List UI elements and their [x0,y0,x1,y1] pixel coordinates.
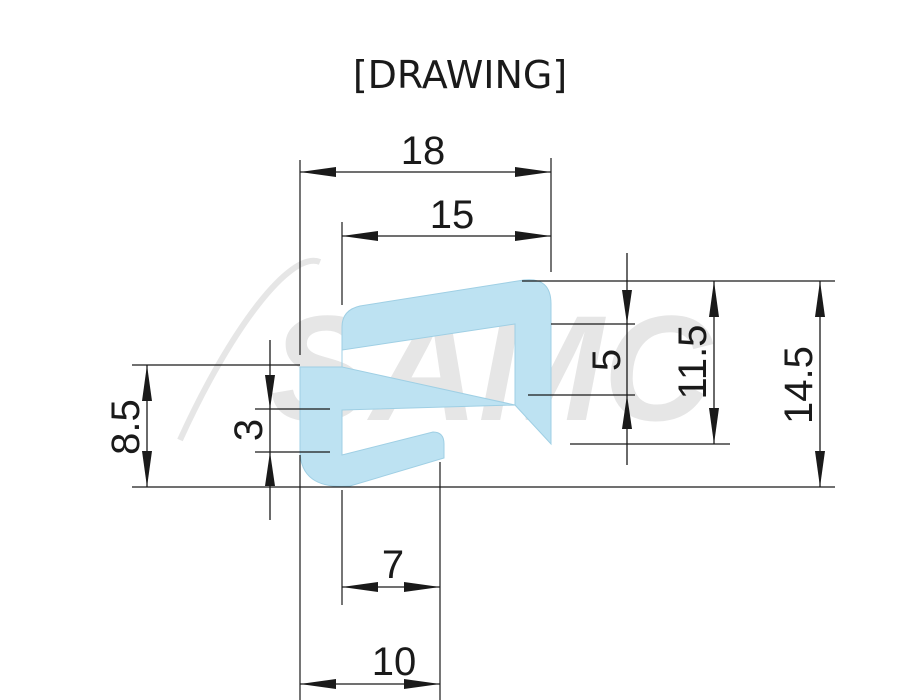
dim-label-7: 7 [382,543,404,587]
dim-label-10: 10 [372,640,417,684]
dim-inner-width: 15 [342,193,551,241]
dim-left-height: 8.5 [104,365,152,487]
dim-label-18: 18 [401,129,446,173]
dim-lip-width: 7 [342,543,440,592]
extension-lines [132,158,835,700]
dim-label-5: 5 [585,349,629,371]
dim-label-15: 15 [430,193,475,237]
dim-base-width: 10 [300,640,440,689]
dim-slot-height: 5 [585,253,632,465]
dim-total-height: 14.5 [777,281,825,487]
dim-overall-width: 18 [300,129,551,177]
drawing-title: [DRAWING] [353,53,567,97]
dim-label-11-5: 11.5 [671,325,715,400]
dim-gap: 3 [227,340,275,520]
profile-shape [299,279,552,487]
dim-label-8-5: 8.5 [104,399,148,455]
dim-upper-height: 11.5 [671,281,719,444]
dim-label-14-5: 14.5 [777,346,821,424]
dim-label-3: 3 [227,419,271,441]
